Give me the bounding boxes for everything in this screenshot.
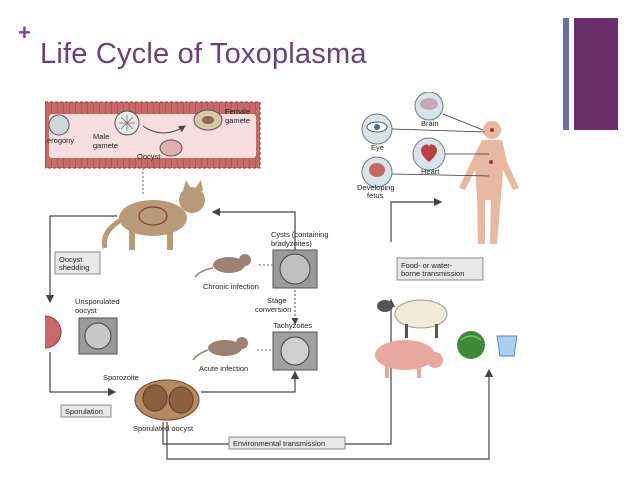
heart-label: Heart	[421, 167, 440, 176]
chronic-infection-label: Chronic infection	[203, 282, 259, 291]
male-gamete-label-2: gamete	[93, 141, 118, 150]
environmental-transmission-box	[228, 436, 346, 450]
merogony-cell-icon	[48, 114, 70, 136]
sporulation-label: Sporulation	[65, 407, 103, 416]
heart-icon	[412, 137, 446, 171]
inset-panel: erogony Male gamete Female gamete Oocyst	[45, 101, 261, 169]
life-cycle-diagram: erogony Male gamete Female gamete Oocyst…	[45, 92, 533, 467]
food-water-label-2: borne transmission	[401, 269, 464, 278]
fetus-label-1: Developing	[357, 183, 395, 192]
stage-conversion-label-2: conversion	[255, 305, 291, 314]
unsporulated-oocyst-icon	[45, 315, 62, 349]
eye-icon	[361, 113, 393, 145]
fetus-icon	[361, 156, 393, 188]
food-water-transmission-box	[396, 257, 484, 281]
sporozoite-label: Sporozoite	[103, 373, 139, 382]
oocyst-shedding-box	[54, 251, 101, 275]
chronic-mouse-icon	[194, 254, 251, 278]
unsporulated-label-1: Unsporulated	[75, 297, 120, 306]
eye-label: Eye	[371, 143, 384, 152]
sporulated-oocyst-icon	[134, 379, 200, 421]
unsporulated-label-2: oocyst	[75, 306, 98, 315]
oocyst-label: Oocyst	[137, 152, 161, 161]
accent-bar-thin	[563, 18, 569, 130]
stage-conversion-label-1: Stage	[267, 296, 287, 305]
environmental-transmission-label: Environmental transmission	[233, 439, 325, 448]
male-gamete-label-1: Male	[93, 132, 109, 141]
life-cycle-svg: erogony Male gamete Female gamete Oocyst…	[45, 92, 519, 460]
female-gamete-label-1: Female	[225, 107, 250, 116]
water-cup-icon	[496, 335, 518, 357]
female-gamete-label-2: gamete	[225, 116, 250, 125]
fetus-label-2: fetus	[367, 191, 384, 200]
cabbage-icon	[457, 331, 485, 359]
cysts-label-1: Cysts (containing	[271, 230, 329, 239]
brain-icon	[414, 92, 444, 121]
pig-icon	[375, 340, 443, 378]
human-figure-icon	[459, 121, 519, 244]
oocyst-shedding-label-2: shedding	[59, 263, 89, 272]
brain-label: Brain	[421, 119, 439, 128]
oocyst-shedding-label-1: Oocyst	[59, 255, 83, 264]
food-water-label-1: Food- or water-	[401, 261, 453, 270]
accent-bar-thick	[574, 18, 618, 130]
acute-infection-label: Acute infection	[199, 364, 248, 373]
slide-title: Life Cycle of Toxoplasma	[40, 38, 367, 70]
title-bullet: +	[18, 20, 31, 45]
sporulation-box	[60, 404, 112, 418]
cat-icon	[101, 180, 205, 250]
oocyst-icon	[159, 139, 183, 157]
acute-mouse-icon	[192, 337, 248, 361]
cysts-label-2: bradyzoites)	[271, 239, 312, 248]
merogony-label: erogony	[47, 136, 74, 145]
sheep-icon	[377, 299, 448, 338]
tachyzoites-label: Tachyzoites	[273, 321, 312, 330]
